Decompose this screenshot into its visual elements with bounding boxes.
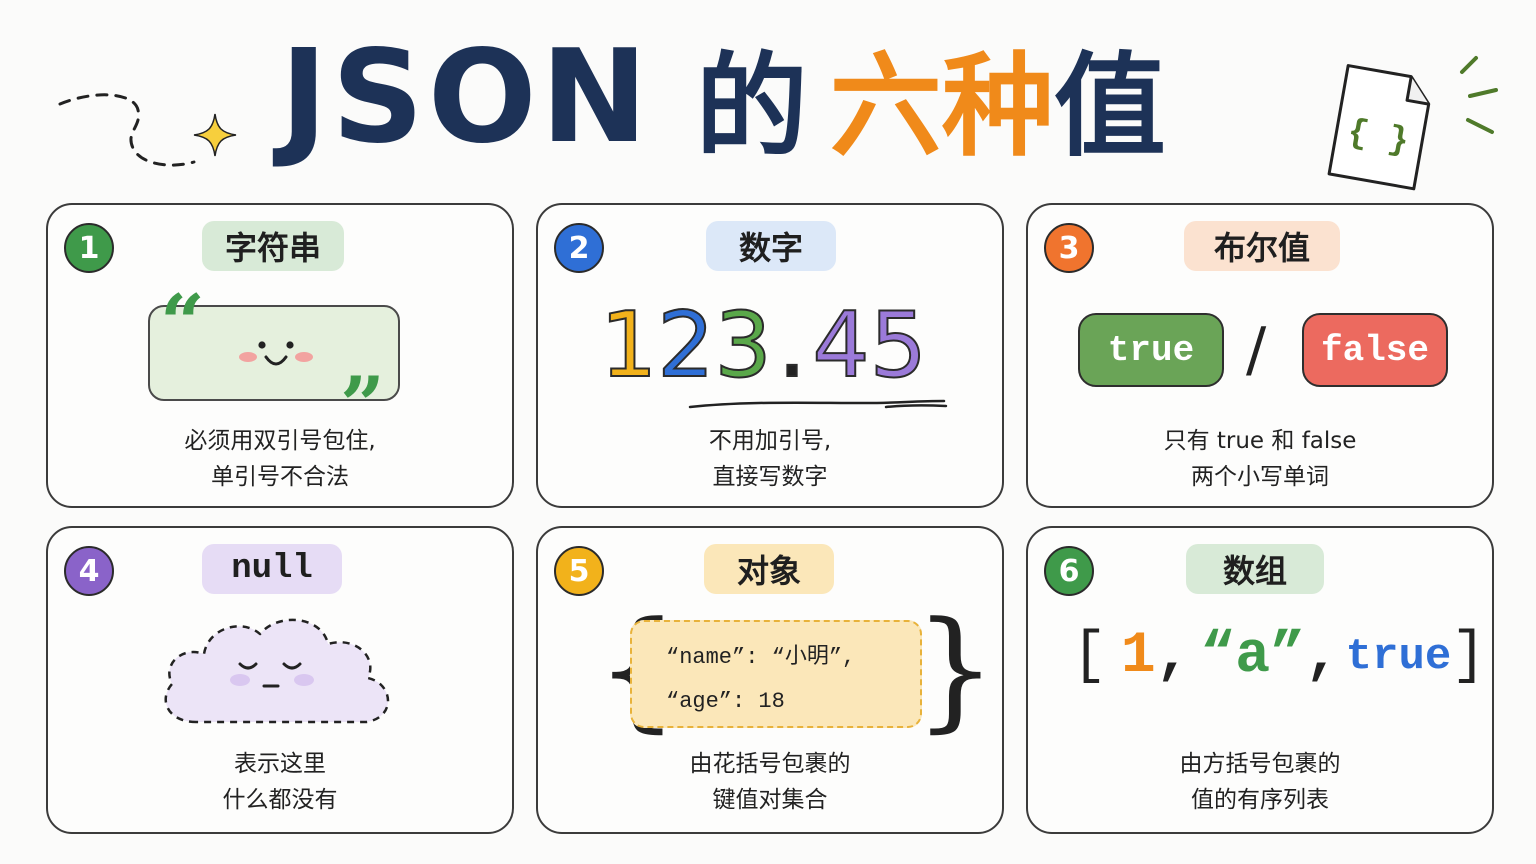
desc-line: 键值对集合 (712, 787, 828, 813)
desc-line: 只有 true 和 false (1163, 428, 1357, 454)
desc-line: 不用加引号, (708, 428, 832, 454)
object-line: “name”: “小明”, (666, 645, 856, 670)
card-description: 由方括号包裹的 值的有序列表 (1028, 746, 1492, 818)
close-quote-icon: ” (340, 360, 385, 451)
page-title: JSON 的 六种 值 (280, 12, 1166, 182)
desc-line: 必须用双引号包住, (184, 428, 376, 454)
pill-label: 字符串 (202, 221, 344, 271)
title-json: JSON (280, 22, 652, 172)
number-display: 1 2 3 . 4 5 (599, 293, 928, 398)
desc-line: 直接写数字 (712, 464, 828, 490)
open-bracket: [ (1072, 624, 1107, 689)
card-null: 4 null 表示这里 什么都没有 (46, 526, 514, 834)
desc-line: 由花括号包裹的 (689, 751, 851, 777)
desc-line: 单引号不合法 (211, 464, 349, 490)
separator-slash: / (1246, 315, 1267, 385)
step-number-badge: 1 (64, 223, 114, 273)
title-six-kinds: 六种 (829, 42, 1054, 172)
pill-label: null (202, 544, 342, 594)
step-number-badge: 2 (554, 223, 604, 273)
card-description: 必须用双引号包住, 单引号不合法 (48, 423, 512, 495)
array-item-boolean: true (1345, 632, 1452, 682)
dashed-swirl-icon (58, 93, 196, 167)
pill-label: 数字 (706, 221, 836, 271)
card-description: 只有 true 和 false 两个小写单词 (1028, 423, 1492, 495)
card-description: 表示这里 什么都没有 (48, 746, 512, 818)
true-chip: true (1078, 313, 1224, 387)
card-string: 1 字符串 “ ” 必须用双引号包住, 单引号不合法 (46, 203, 514, 508)
array-item-string: “a” (1200, 624, 1305, 689)
card-description: 不用加引号, 直接写数字 (538, 423, 1002, 495)
json-file-icon: { } (1327, 64, 1431, 191)
digit: 1 (599, 293, 658, 398)
card-number: 2 数字 1 2 3 . 4 5 不用加引号, 直接写数字 (536, 203, 1004, 508)
array-comma: , (1304, 624, 1340, 689)
false-chip: false (1302, 313, 1448, 387)
card-array: 6 数组 [ 1 , “a” , true ] 由方括号包裹的 值的有序列表 (1026, 526, 1494, 834)
step-number-badge: 5 (554, 546, 604, 596)
card-boolean: 3 布尔值 true / false 只有 true 和 false 两个小写单… (1026, 203, 1494, 508)
array-literal: [ 1 , “a” , true ] (1072, 628, 1486, 686)
open-quote-icon: “ (160, 278, 205, 369)
decimal-point: . (777, 293, 808, 398)
digit: 4 (811, 293, 870, 398)
digit: 3 (714, 293, 773, 398)
spark-lines-icon (1460, 56, 1498, 134)
pill-label: 数组 (1186, 544, 1324, 594)
card-description: 由花括号包裹的 键值对集合 (538, 746, 1002, 818)
close-bracket: ] (1451, 624, 1487, 689)
pill-label: 布尔值 (1184, 221, 1340, 271)
desc-line: 值的有序列表 (1191, 787, 1329, 813)
step-number-badge: 4 (64, 546, 114, 596)
sparkle-icon (193, 113, 237, 157)
step-number-badge: 6 (1044, 546, 1094, 596)
digit: 5 (869, 293, 928, 398)
title-de: 的 (695, 42, 808, 172)
desc-line: 由方括号包裹的 (1179, 751, 1341, 777)
digit: 2 (656, 293, 715, 398)
right-brace-icon: } (914, 593, 997, 745)
desc-line: 表示这里 (234, 751, 326, 777)
array-item-number: 1 (1120, 624, 1156, 689)
pill-label: 对象 (704, 544, 834, 594)
desc-line: 什么都没有 (222, 787, 338, 813)
sleeping-cloud-icon (164, 618, 390, 724)
smiley-face-icon (239, 341, 313, 366)
array-comma: , (1155, 624, 1191, 689)
title-value: 值 (1053, 42, 1166, 172)
step-number-badge: 3 (1044, 223, 1094, 273)
desc-line: 两个小写单词 (1191, 464, 1329, 490)
object-body: “name”: “小明”, “age”: 18 (630, 620, 922, 728)
string-bubble (148, 305, 400, 401)
card-object: 5 对象 { } “name”: “小明”, “age”: 18 由花括号包裹的… (536, 526, 1004, 834)
underline-squiggle-icon (688, 399, 948, 409)
object-line: “age”: 18 (666, 689, 785, 714)
